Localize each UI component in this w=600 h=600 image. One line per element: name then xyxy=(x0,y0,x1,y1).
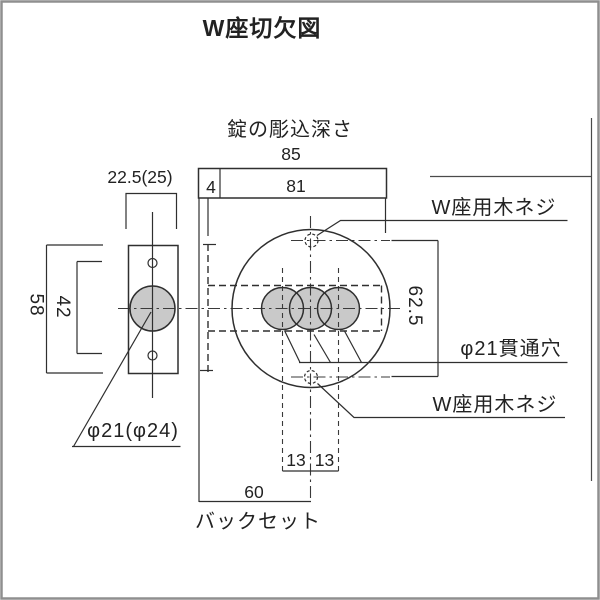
backset-label: バックセット xyxy=(195,510,321,533)
faceplate-screw-top-circle xyxy=(147,257,158,269)
knob-hole-label: φ21(φ24) xyxy=(87,420,179,442)
dim-22-5: 22.5(25) xyxy=(107,167,172,187)
leader-wood-screw-bottom xyxy=(317,383,565,419)
depth-dimension-box xyxy=(197,167,388,199)
through-hole-label: φ21貫通穴 xyxy=(460,337,561,360)
dim-85: 85 xyxy=(281,144,300,164)
faceplate-rect xyxy=(127,244,179,375)
faceplate-screw-bottom-circle xyxy=(147,350,158,361)
leader-through-hole-3 xyxy=(343,330,363,363)
dim-13-right: 13 xyxy=(315,450,334,470)
dim-13-left: 13 xyxy=(286,450,305,470)
through-hole-right-circle xyxy=(316,286,361,331)
plate-width-bracket xyxy=(125,192,178,229)
leader-through-hole-2 xyxy=(313,334,332,363)
wood-screw-bottom-label: W座用木ネジ xyxy=(433,393,558,416)
dim-42: 42 xyxy=(52,295,73,318)
rose-screw-top-circle xyxy=(304,233,319,248)
dim-60: 60 xyxy=(244,482,264,502)
dim-58: 58 xyxy=(26,293,47,316)
leader-knob-hole xyxy=(72,311,152,447)
leader-wood-screw-top xyxy=(316,219,568,237)
dim-62-5: 62.5 xyxy=(404,286,425,327)
mortise-depth-label: 錠の彫込深さ xyxy=(227,118,353,141)
figure-title: W座切欠図 xyxy=(203,15,322,41)
through-hole-center-circle xyxy=(288,286,333,331)
leader-through-hole-1 xyxy=(283,330,301,363)
rose-screw-bottom-circle xyxy=(303,369,319,385)
through-hole-left-circle xyxy=(260,286,305,331)
wood-screw-top-label: W座用木ネジ xyxy=(432,196,557,219)
knob-hole-circle xyxy=(129,285,176,332)
dim-4: 4 xyxy=(206,177,216,197)
rose-circle xyxy=(231,228,391,389)
dim-81: 81 xyxy=(286,176,305,196)
